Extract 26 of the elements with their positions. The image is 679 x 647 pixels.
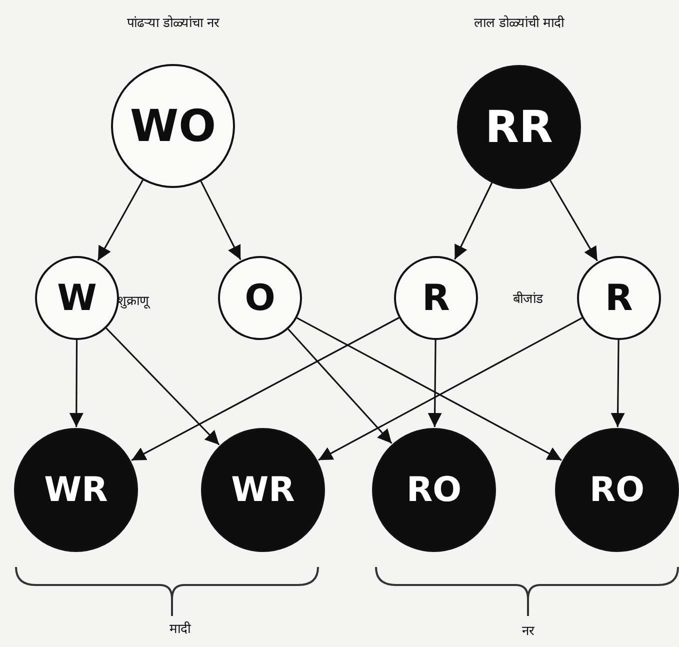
genotype-text: R <box>605 278 633 318</box>
arrow <box>454 182 493 260</box>
genotype-text: R <box>422 278 450 318</box>
text-label: बीजांड <box>513 290 543 307</box>
arrow <box>200 180 242 260</box>
arrow <box>97 180 144 261</box>
genotype-text: WR <box>44 470 108 510</box>
arrow <box>550 180 598 262</box>
genotype-text: WO <box>130 100 216 152</box>
genotype-text: O <box>244 278 276 318</box>
arrow <box>69 340 84 427</box>
genotype-text: RR <box>485 102 553 152</box>
node-caption: लाल डोळ्यांची मादी <box>474 14 564 31</box>
genotype-text: RO <box>589 470 645 510</box>
genotype-text: RO <box>406 470 462 510</box>
genotype-text: W <box>57 278 97 318</box>
node-caption: पांढऱ्या डोळ्यांचा नर <box>126 14 220 31</box>
genotype-text: WR <box>231 470 295 510</box>
text-label: नर <box>522 623 534 639</box>
text-label: मादी <box>170 620 190 637</box>
arrow <box>610 340 625 428</box>
arrow <box>428 340 442 428</box>
text-label: शुक्राणू <box>118 293 148 309</box>
arrow <box>131 317 400 462</box>
arrow <box>106 328 220 446</box>
arrow <box>288 328 392 444</box>
